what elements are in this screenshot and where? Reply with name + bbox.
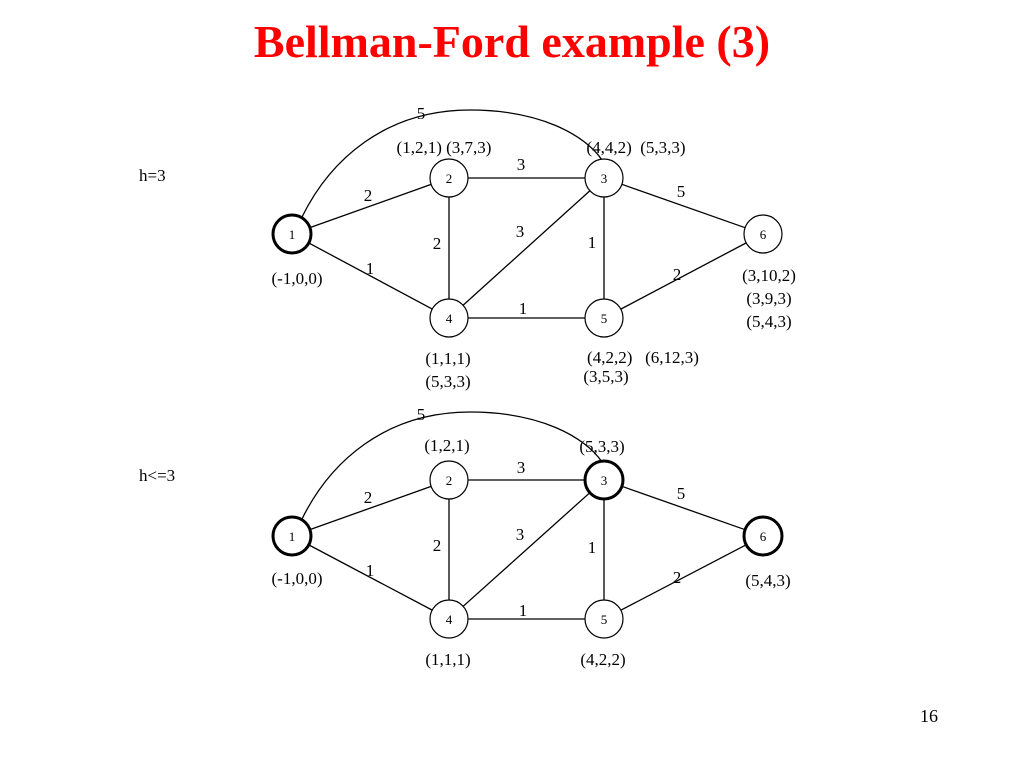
graph-node-5: 5	[584, 599, 624, 639]
graph-node-6: 6	[743, 214, 783, 254]
node-circle	[429, 460, 469, 500]
node-1-annotation: (-1,0,0)	[272, 569, 323, 588]
node-circle	[429, 298, 469, 338]
edge-1-2	[309, 485, 432, 531]
edge-1-3	[301, 411, 603, 520]
edge-weight-5-6: 2	[673, 265, 682, 284]
graph-diagram-2: h<=3 2 1 5 3 2 3 1 1 5 2 1 2 3 4 5 6 (-1,0,0) (1,2,1) (5,3,…	[139, 405, 791, 669]
node-label: 1	[289, 227, 296, 242]
edge-1-2	[309, 183, 432, 229]
node-2-annotation: (1,2,1)	[424, 436, 469, 455]
edge-weight-4-3: 3	[516, 222, 525, 241]
node-5-annotation: (4,2,2)	[580, 650, 625, 669]
h-label: h<=3	[139, 466, 175, 485]
node-1-annotation: (-1,0,0)	[272, 269, 323, 288]
node-3-annotation: (4,4,2) (5,3,3)	[586, 138, 685, 157]
node-circle	[584, 599, 624, 639]
edge-weight-1-2: 2	[364, 186, 373, 205]
edge-3-6	[621, 485, 746, 531]
edge-4-3	[462, 492, 591, 607]
edge-weight-3-6: 5	[677, 182, 686, 201]
node-circle	[584, 298, 624, 338]
node-label: 2	[446, 473, 453, 488]
edge-1-3	[301, 109, 603, 218]
node-4-annotation: (1,1,1)	[425, 650, 470, 669]
node-label: 5	[601, 612, 608, 627]
graph-node-1: 1	[271, 515, 313, 557]
node-5-annotation: (3,5,3)	[583, 367, 628, 386]
edge-weight-2-4: 2	[433, 234, 442, 253]
edge-weight-3-6: 5	[677, 484, 686, 503]
node-6-annotation: (5,4,3)	[745, 571, 790, 590]
node-4-annotation: (5,3,3)	[425, 372, 470, 391]
edge-3-6	[621, 183, 746, 229]
node-label: 6	[760, 529, 767, 544]
edge-weight-1-2: 2	[364, 488, 373, 507]
edge-4-3	[462, 190, 591, 306]
node-3-annotation: (5,3,3)	[579, 437, 624, 456]
node-label: 4	[446, 612, 453, 627]
node-label: 2	[446, 171, 453, 186]
graph-node-5: 5	[584, 298, 624, 338]
node-label: 1	[289, 529, 296, 544]
graph-node-2: 2	[429, 460, 469, 500]
slide-title: Bellman-Ford example (3)	[253, 16, 771, 67]
node-circle	[429, 158, 469, 198]
edge-weight-4-3: 3	[516, 525, 525, 544]
node-label: 6	[760, 227, 767, 242]
edge-weight-2-3: 3	[517, 155, 526, 174]
edge-weight-2-3: 3	[517, 458, 526, 477]
h-label: h=3	[139, 166, 166, 185]
node-circle	[743, 214, 783, 254]
graph-node-6: 6	[742, 515, 784, 557]
edge-5-6	[620, 242, 747, 310]
edge-weight-3-5: 1	[588, 538, 597, 557]
edge-weight-1-4: 1	[366, 259, 375, 278]
graph-node-1: 1	[271, 213, 313, 255]
node-2-annotation: (1,2,1) (3,7,3)	[397, 138, 492, 157]
edge-5-6	[620, 544, 747, 611]
page-number: 16	[920, 706, 938, 726]
edge-weight-1-3: 5	[417, 405, 426, 424]
graph-diagram-1: h=3 2 1 5 3 2 3 1 1 5 2 1 2 3 4 5 6 (-1,0,0) (1,2,1) (3,7,…	[139, 104, 796, 391]
edge-weight-4-5: 1	[519, 601, 528, 620]
node-label: 5	[601, 311, 608, 326]
node-label: 4	[446, 311, 453, 326]
edge-weight-1-3: 5	[417, 104, 426, 123]
edge-weight-3-5: 1	[588, 233, 597, 252]
edge-1-4	[308, 242, 433, 310]
graph-node-4: 4	[429, 298, 469, 338]
node-circle	[742, 515, 784, 557]
node-circle	[271, 515, 313, 557]
graph-node-4: 4	[429, 599, 469, 639]
node-4-annotation: (1,1,1)	[425, 349, 470, 368]
node-5-annotation: (4,2,2) (6,12,3)	[587, 348, 699, 367]
node-label: 3	[601, 171, 608, 186]
graph-node-3: 3	[583, 459, 625, 501]
edge-1-4	[308, 544, 433, 611]
node-6-annotation: (5,4,3)	[746, 312, 791, 331]
node-circle	[584, 158, 624, 198]
node-circle	[429, 599, 469, 639]
node-circle	[583, 459, 625, 501]
node-label: 3	[601, 473, 608, 488]
node-circle	[271, 213, 313, 255]
graph-node-3: 3	[584, 158, 624, 198]
edge-weight-2-4: 2	[433, 536, 442, 555]
graph-node-2: 2	[429, 158, 469, 198]
edge-weight-4-5: 1	[519, 299, 528, 318]
edge-weight-1-4: 1	[366, 561, 375, 580]
node-6-annotation: (3,9,3)	[746, 289, 791, 308]
edge-weight-5-6: 2	[673, 568, 682, 587]
node-6-annotation: (3,10,2)	[742, 266, 796, 285]
